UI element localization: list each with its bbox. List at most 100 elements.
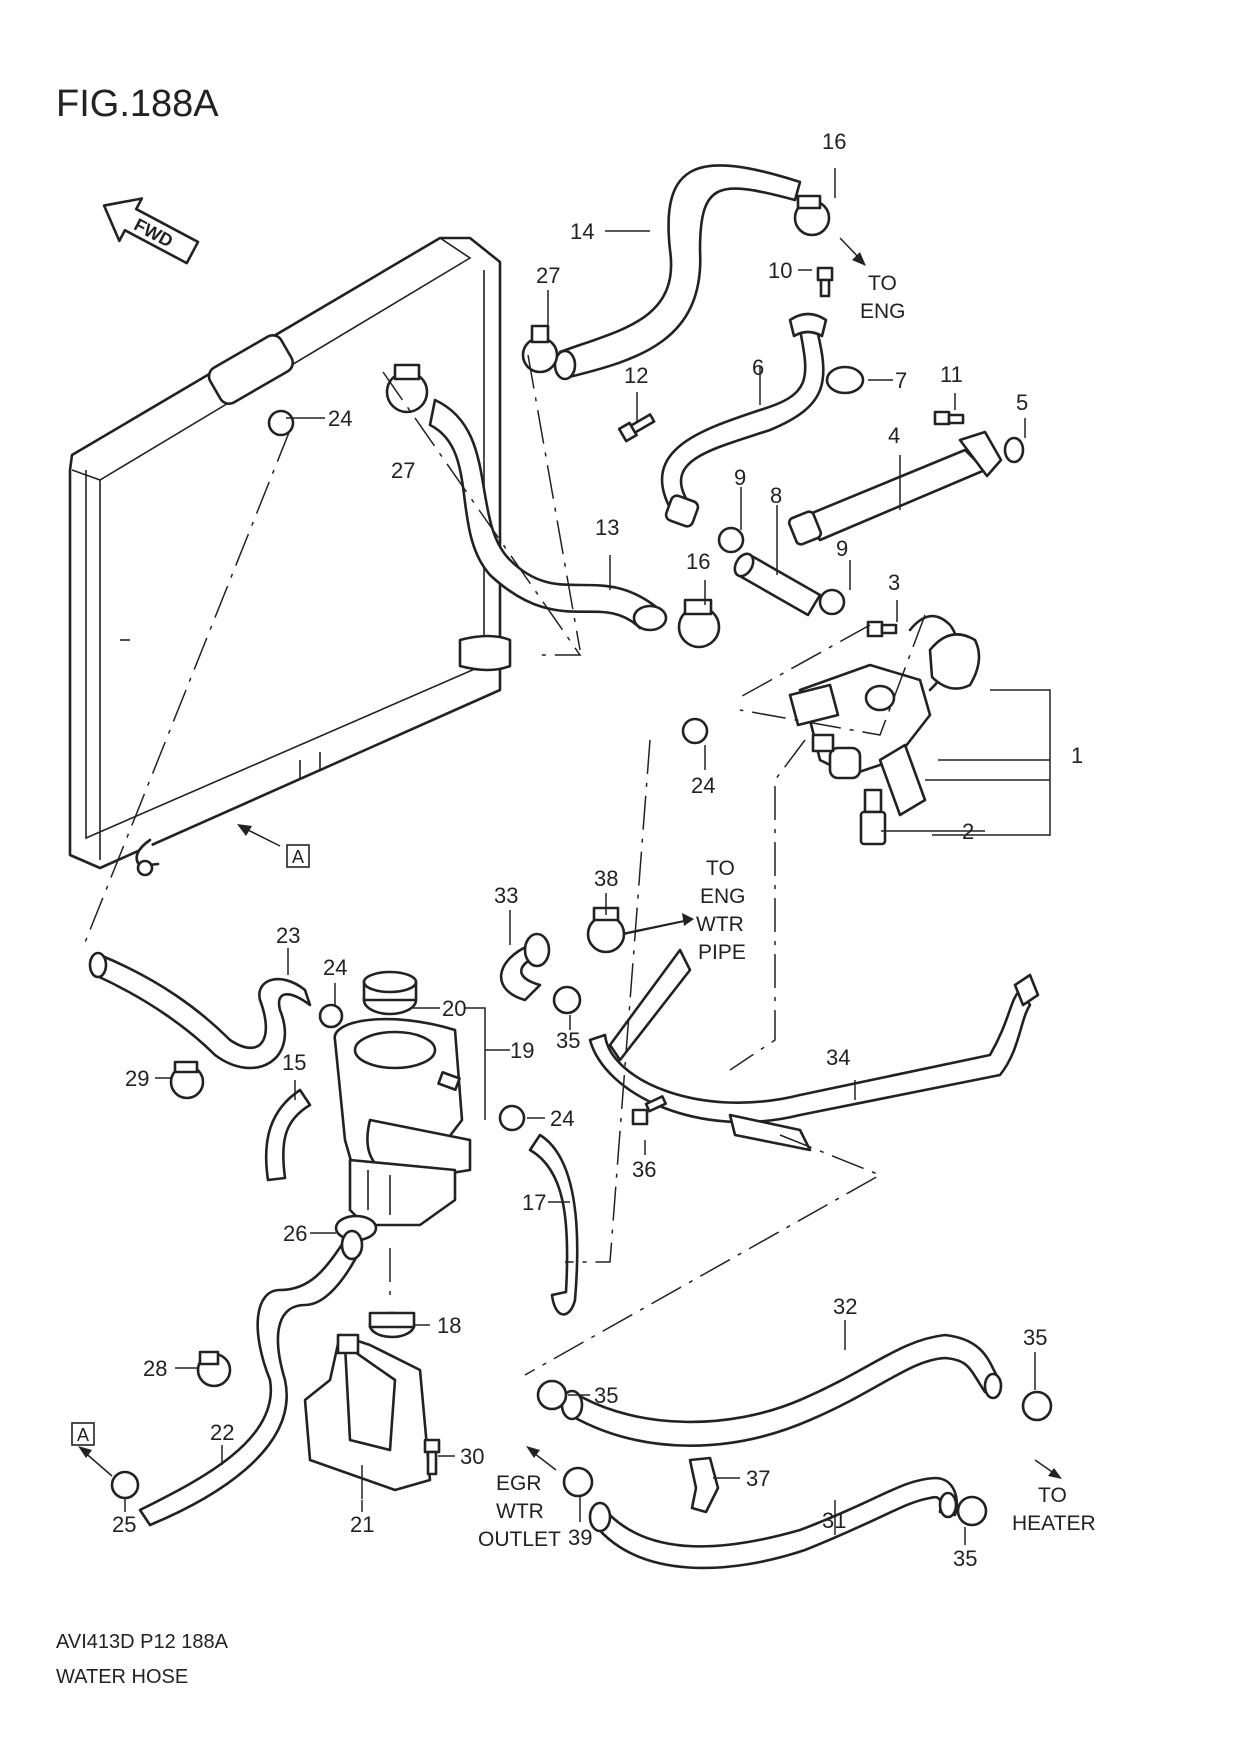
callout-35-right-lower: 35 (953, 1546, 977, 1571)
callout-24-hose23: 24 (323, 955, 347, 980)
callout-33: 33 (494, 883, 518, 908)
footer-name: WATER HOSE (56, 1666, 188, 1688)
callout-35-left: 35 (594, 1383, 618, 1408)
callout-23: 23 (276, 923, 300, 948)
reference-box-a-lower: A (71, 1422, 95, 1446)
svg-text:TO: TO (868, 272, 897, 295)
hose-clamp-9-upper (717, 526, 745, 554)
callout-9-lower: 9 (836, 536, 848, 561)
svg-text:ENG: ENG (860, 300, 906, 323)
callout-17: 17 (522, 1190, 546, 1215)
callout-9-upper: 9 (734, 465, 746, 490)
hose-clamp-35-pipe (552, 985, 582, 1015)
callout-35-pipe: 35 (556, 1028, 580, 1053)
bolt-10 (816, 266, 834, 298)
svg-text:OUTLET: OUTLET (478, 1528, 561, 1551)
callout-24-radiator: 24 (328, 406, 352, 431)
hose-14 (558, 164, 802, 380)
hose-32 (568, 1333, 1002, 1447)
callout-14: 14 (570, 219, 594, 244)
svg-text:HEATER: HEATER (1012, 1512, 1096, 1535)
bolt-30 (423, 1438, 441, 1476)
callout-24-thermostat: 24 (691, 773, 715, 798)
callout-29: 29 (125, 1066, 149, 1091)
reservoir-cap-20 (362, 970, 418, 1016)
thermostat-housing-1 (788, 614, 958, 817)
svg-text:WTR: WTR (496, 1500, 544, 1523)
callout-20: 20 (442, 996, 466, 1021)
note-to-eng-wtr-pipe: TO ENG WTR PIPE (696, 857, 746, 964)
svg-text:WTR: WTR (696, 913, 744, 936)
callout-12: 12 (624, 363, 648, 388)
callout-27-top: 27 (536, 263, 560, 288)
callout-30: 30 (460, 1444, 484, 1469)
callout-36: 36 (632, 1157, 656, 1182)
bolt-3 (866, 620, 898, 638)
hose-clamp-24-thermostat (681, 717, 709, 745)
callout-labels: 1 2 3 4 5 6 7 8 9 9 10 11 12 13 14 15 16… (112, 129, 1083, 1571)
water-pipe-34 (588, 988, 1032, 1124)
grommet-18 (368, 1311, 416, 1339)
fwd-arrow-icon: FWD (102, 197, 200, 265)
bolt-11 (933, 410, 965, 426)
hose-clamp-24-reservoir (498, 1104, 526, 1132)
svg-text:A: A (292, 847, 304, 867)
callout-16-mid: 16 (686, 549, 710, 574)
callout-34: 34 (826, 1045, 850, 1070)
hose-clamp-38 (586, 906, 626, 954)
callout-3: 3 (888, 570, 900, 595)
callout-37: 37 (746, 1466, 770, 1491)
hose-17 (528, 1133, 579, 1316)
svg-text:TO: TO (706, 857, 735, 880)
callout-19: 19 (510, 1038, 534, 1063)
callout-6: 6 (752, 355, 764, 380)
callout-16-top: 16 (822, 129, 846, 154)
callout-24-reservoir: 24 (550, 1106, 574, 1131)
bolt-12 (617, 413, 656, 443)
hose-clamp-35-right-upper (1021, 1390, 1053, 1422)
callout-13: 13 (595, 515, 619, 540)
callout-31: 31 (822, 1508, 846, 1533)
callout-8: 8 (770, 483, 782, 508)
callout-26: 26 (283, 1221, 307, 1246)
hose-clamp-29 (169, 1060, 205, 1100)
note-to-heater: TO HEATER (1012, 1484, 1096, 1535)
radiator (68, 236, 512, 877)
callout-38: 38 (594, 866, 618, 891)
callout-10: 10 (768, 258, 792, 283)
callout-5: 5 (1016, 390, 1028, 415)
hose-22 (138, 1238, 362, 1527)
callout-15: 15 (282, 1050, 306, 1075)
connection-lines (81, 354, 926, 1500)
callout-11: 11 (940, 362, 963, 387)
thermostat-gasket (928, 633, 981, 690)
svg-text:EGR: EGR (496, 1472, 542, 1495)
callout-32: 32 (833, 1294, 857, 1319)
callout-2: 2 (962, 819, 974, 844)
svg-text:TO: TO (1038, 1484, 1067, 1507)
callout-1: 1 (1071, 743, 1083, 768)
callout-4: 4 (888, 423, 900, 448)
callout-28: 28 (143, 1356, 167, 1381)
footer-code: AVI413D P12 188A (56, 1631, 229, 1653)
bolt-36 (631, 1095, 667, 1126)
note-to-eng: TO ENG (860, 272, 906, 323)
hose-clamp-9-lower (818, 588, 846, 616)
hose-clamp-25 (110, 1470, 140, 1500)
hose-clip-37 (688, 1456, 720, 1514)
hose-clamp-27-left (521, 324, 559, 374)
hose-clamp-39 (562, 1466, 594, 1498)
note-egr-wtr-outlet: EGR WTR OUTLET (478, 1472, 561, 1551)
svg-text:PIPE: PIPE (698, 941, 746, 964)
hose-clamp-27-right (385, 363, 429, 414)
o-ring-5 (1003, 436, 1025, 464)
svg-text:ENG: ENG (700, 885, 746, 908)
bracket-21 (303, 1333, 432, 1492)
callout-7: 7 (895, 368, 907, 393)
hose-23 (93, 953, 312, 1070)
leader-lines (124, 168, 1051, 1545)
water-pipe-4 (798, 448, 987, 542)
callout-35-right-upper: 35 (1023, 1325, 1047, 1350)
hose-31 (593, 1476, 959, 1570)
